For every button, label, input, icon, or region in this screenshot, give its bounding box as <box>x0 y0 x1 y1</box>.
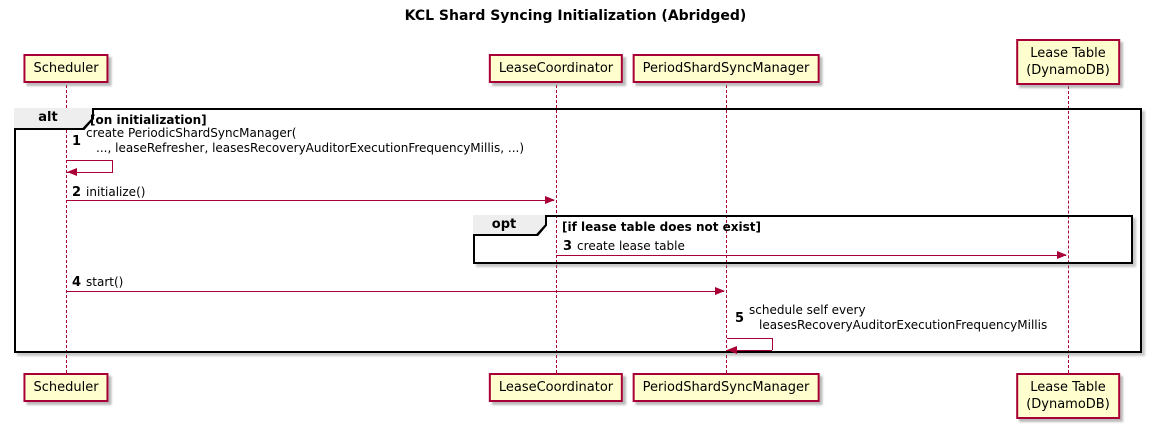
message-5-text: schedule self every leasesRecoveryAudito… <box>749 303 1048 332</box>
participant-label: Lease Table <box>1030 46 1106 61</box>
message-1-number: 1 <box>72 133 82 149</box>
participant-scheduler-bottom: Scheduler <box>23 373 109 402</box>
participant-label: (DynamoDB) <box>1026 63 1110 78</box>
participant-lease-table-top: Lease Table (DynamoDB) <box>1016 39 1120 85</box>
alt-frame-label: alt <box>38 110 58 125</box>
participant-lease-table-bottom: Lease Table (DynamoDB) <box>1016 373 1120 419</box>
lifeline-period-shard-sync-manager <box>726 85 727 373</box>
message-2-arrowhead-icon <box>545 196 555 204</box>
participant-label: Lease Table <box>1030 380 1106 395</box>
participant-lease-coordinator-bottom: LeaseCoordinator <box>488 373 624 402</box>
alt-frame-condition: [on initialization] <box>90 113 207 127</box>
message-4-arrowhead-icon <box>715 287 725 295</box>
message-4-number: 4 <box>72 275 82 290</box>
message-4-label: 4 start() <box>72 275 123 290</box>
message-1-label: 1 create PeriodicShardSyncManager( ..., … <box>72 126 524 156</box>
message-3-number: 3 <box>563 239 573 254</box>
message-1-arrow-line <box>67 172 113 173</box>
lifeline-scheduler <box>66 85 67 373</box>
message-3-label: 3 create lease table <box>563 239 685 254</box>
participant-label: PeriodShardSyncManager <box>642 61 810 76</box>
message-4-arrow-line <box>67 291 724 292</box>
message-5-number: 5 <box>735 310 745 326</box>
message-4-text: start() <box>86 275 124 289</box>
participant-lease-coordinator-top: LeaseCoordinator <box>488 54 624 83</box>
opt-frame-label: opt <box>491 217 517 232</box>
participant-label: (DynamoDB) <box>1026 397 1110 412</box>
alt-frame-label-fill <box>14 108 92 128</box>
participant-label: LeaseCoordinator <box>498 380 614 395</box>
opt-frame: opt [if lease table does not exist] <box>473 215 1133 264</box>
participant-period-shard-sync-manager-top: PeriodShardSyncManager <box>632 54 820 83</box>
message-2-text: initialize() <box>86 185 146 199</box>
participant-label: PeriodShardSyncManager <box>642 380 810 395</box>
opt-frame-label-fill <box>473 215 545 234</box>
participant-label: Scheduler <box>33 380 99 395</box>
diagram-title: KCL Shard Syncing Initialization (Abridg… <box>404 8 747 24</box>
message-3-arrow-line <box>557 255 1066 256</box>
message-2-label: 2 initialize() <box>72 185 145 200</box>
participant-label: LeaseCoordinator <box>498 61 614 76</box>
message-5-arrow-line <box>727 338 772 339</box>
message-5-arrow-line <box>727 350 772 351</box>
message-1-text: create PeriodicShardSyncManager( ..., le… <box>86 126 525 155</box>
alt-frame-label-pentagon: alt <box>14 108 94 130</box>
message-1-arrow-line <box>67 160 113 161</box>
message-5-arrow-line <box>772 338 773 350</box>
message-2-number: 2 <box>72 185 82 200</box>
message-1-arrowhead-icon <box>67 168 77 176</box>
opt-frame-condition: [if lease table does not exist] <box>562 220 762 234</box>
lifeline-lease-coordinator <box>556 85 557 373</box>
message-3-text: create lease table <box>577 239 685 253</box>
message-5-label: 5 schedule self every leasesRecoveryAudi… <box>735 303 1047 333</box>
participant-label: Scheduler <box>33 61 99 76</box>
message-1-arrow-line <box>112 160 113 172</box>
participant-scheduler-top: Scheduler <box>23 54 109 83</box>
message-2-arrow-line <box>67 200 554 201</box>
alt-frame: alt [on initialization] <box>14 108 1142 353</box>
opt-frame-label-pentagon: opt <box>473 215 547 236</box>
message-5-arrowhead-icon <box>727 346 737 354</box>
lifeline-lease-table <box>1068 86 1069 373</box>
message-3-arrowhead-icon <box>1057 251 1067 259</box>
participant-period-shard-sync-manager-bottom: PeriodShardSyncManager <box>632 373 820 402</box>
